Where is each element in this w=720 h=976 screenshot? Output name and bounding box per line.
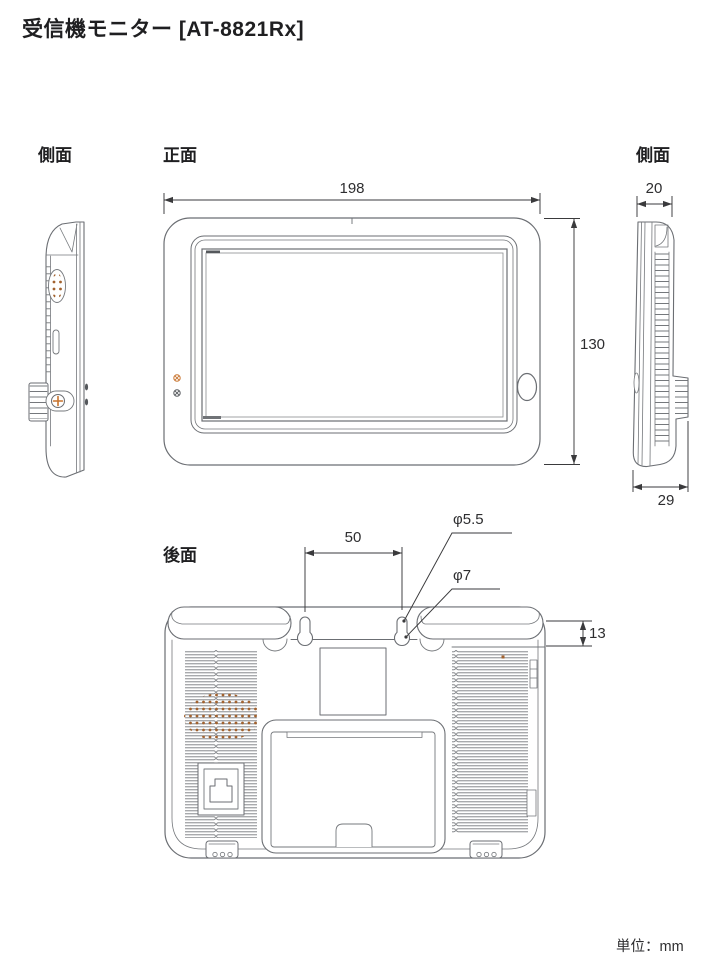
side-cooling-fins <box>655 252 669 446</box>
dim-keyhole-slot-diameter: φ5.5 <box>453 511 484 528</box>
dim-rear-bracket-height: 13 <box>589 625 606 642</box>
side-screw <box>45 390 75 412</box>
side-card-slot <box>52 329 60 355</box>
dim-front-height: 130 <box>580 336 606 353</box>
rear-foot-left <box>205 840 239 859</box>
rear-keyhole-right <box>393 616 411 647</box>
side-view-left-drawing <box>28 221 89 478</box>
front-led-dark <box>173 389 181 397</box>
rear-stand <box>261 719 446 854</box>
dim-keyhole-hole-diameter: φ7 <box>453 567 472 584</box>
rear-top-bracket-right <box>416 606 544 640</box>
rear-ethernet-port <box>197 762 245 816</box>
side-left-edge-ribs <box>45 262 51 378</box>
unit-label: 単位：mm <box>616 939 684 955</box>
side-volume-knob <box>28 382 49 422</box>
rear-label-plate <box>319 647 387 716</box>
side-mount-bracket-ribs <box>675 380 688 416</box>
front-view-drawing <box>163 217 541 466</box>
front-power-button <box>516 372 538 402</box>
rear-foot-right <box>469 840 503 859</box>
dim-side-bottom-depth: 29 <box>657 492 675 509</box>
front-led-orange <box>173 374 181 382</box>
dimension-lines <box>163 193 689 647</box>
dim-front-width: 198 <box>339 180 365 197</box>
rear-top-bracket-left <box>167 606 292 640</box>
view-label-front: 正面 <box>163 146 197 165</box>
dim-side-top-depth: 20 <box>645 180 663 197</box>
side-view-right-drawing <box>632 221 689 468</box>
rear-view-drawing <box>164 606 546 859</box>
view-label-side-left: 側面 <box>38 146 72 165</box>
dim-rear-hole-pitch: 50 <box>344 529 362 546</box>
page-title: 受信機モニター [AT-8821Rx] <box>22 18 305 41</box>
rear-speaker-holes <box>184 693 260 741</box>
view-label-side-right: 側面 <box>636 146 670 165</box>
rear-vent-right <box>452 650 528 834</box>
view-label-rear: 後面 <box>163 546 197 565</box>
rear-keyhole-left <box>296 616 314 647</box>
